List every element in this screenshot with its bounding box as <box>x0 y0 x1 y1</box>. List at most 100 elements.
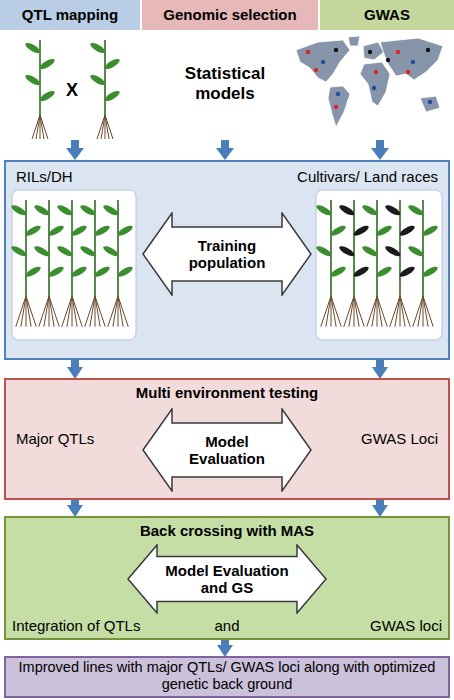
plant-root <box>101 115 105 139</box>
plant-leaf <box>24 73 42 87</box>
stage-band: Training populationRILs/DHCultivars/ Lan… <box>4 160 450 360</box>
plant-root <box>118 296 128 327</box>
plant-leaf <box>24 224 42 238</box>
plant-root <box>390 296 400 327</box>
double-arrow-shape <box>143 409 311 491</box>
continent <box>348 36 360 46</box>
plant-root <box>413 296 423 327</box>
figure-label: Statistical models <box>170 64 280 103</box>
plant-root <box>118 296 123 327</box>
text-slot: Major QTLs <box>16 430 146 447</box>
plant-leaf <box>338 244 356 258</box>
plant-root <box>62 296 72 327</box>
plant-root <box>367 296 377 327</box>
plant-leaf <box>361 244 379 258</box>
plant-leaf <box>315 203 333 217</box>
continent <box>420 96 440 112</box>
plant-figure <box>10 200 439 327</box>
double-arrow: Model Evaluation <box>142 408 312 492</box>
plant-leaf <box>329 265 347 279</box>
map-dot <box>396 50 400 54</box>
plant-leaf <box>398 224 416 238</box>
plant-root <box>344 296 354 327</box>
plant-leaf <box>93 265 111 279</box>
plant-leaf <box>79 244 97 258</box>
plant-leaf <box>352 224 370 238</box>
band-fill <box>4 378 450 500</box>
continent <box>296 40 350 82</box>
plant-root <box>113 296 118 327</box>
flow-arrow <box>371 140 389 160</box>
header-box: GWAS <box>320 0 454 30</box>
map-dot <box>334 105 338 109</box>
plant-leaf <box>103 89 121 103</box>
header-label: GWAS <box>320 6 454 23</box>
plant-root <box>95 296 105 327</box>
flow-arrow <box>221 640 229 645</box>
plant-root <box>105 115 109 139</box>
band-fill <box>4 516 450 640</box>
plant-root <box>354 296 359 327</box>
plant-root <box>26 296 36 327</box>
plant-leaf <box>384 203 402 217</box>
plant-leaf <box>421 224 439 238</box>
double-arrow: Model Evaluation and GS <box>127 544 327 614</box>
plant-root <box>39 296 49 327</box>
band-text: Improved lines with major QTLs/ GWAS loc… <box>10 659 444 692</box>
plant-leaf <box>398 265 416 279</box>
map-dot <box>314 68 318 72</box>
plant-root <box>32 115 40 139</box>
plant-root <box>72 296 82 327</box>
band-text: GWAS loci <box>296 617 442 634</box>
text-slot: RILs/DH <box>16 168 176 185</box>
stage-band: Model Evaluation and GSBack crossing wit… <box>4 516 450 640</box>
plant-figure <box>24 40 121 139</box>
plant-root <box>423 296 433 327</box>
plant-leaf <box>116 224 134 238</box>
band-text: and <box>177 617 277 634</box>
plant-root <box>331 296 336 327</box>
plant-leaf <box>338 203 356 217</box>
plant-leaf <box>56 244 74 258</box>
plant-leaf <box>352 265 370 279</box>
plant-root <box>16 296 26 327</box>
plant-leaf <box>102 244 120 258</box>
text-slot: Model Evaluation and GS <box>161 562 293 597</box>
flow-arrow <box>66 140 389 160</box>
plant-leaf <box>407 244 425 258</box>
map-dot <box>411 60 415 64</box>
flow-arrow <box>376 500 384 505</box>
plant-root <box>354 296 364 327</box>
plant-root <box>331 296 341 327</box>
map-dot <box>426 48 430 52</box>
text-slot: X <box>62 80 82 101</box>
band-fill <box>4 656 450 698</box>
plant-leaf <box>375 224 393 238</box>
plant-root <box>377 296 382 327</box>
plant-root <box>108 296 118 327</box>
plant-leaf <box>10 244 28 258</box>
plant-leaf <box>89 41 107 55</box>
map-dot <box>386 58 390 62</box>
band-text: GWAS Loci <box>306 430 438 447</box>
plant-root <box>423 296 428 327</box>
plant-leaf <box>38 89 56 103</box>
flow-arrow <box>66 140 84 160</box>
plant-leaf <box>102 203 120 217</box>
plant-root <box>326 296 331 327</box>
arrow-label: Training population <box>176 237 278 272</box>
plant-root <box>400 296 410 327</box>
continent <box>328 86 350 127</box>
text-slot: Training population <box>176 237 278 272</box>
text-slot: Multi environment testing <box>6 384 448 401</box>
map-dot <box>372 86 376 90</box>
plant-root <box>21 296 26 327</box>
plant-leaf <box>116 265 134 279</box>
plant-root <box>321 296 331 327</box>
double-arrow-shape <box>143 213 311 295</box>
plant-root <box>90 296 95 327</box>
plant-leaf <box>421 265 439 279</box>
plant-leaf <box>47 265 65 279</box>
band-title: Multi environment testing <box>6 384 448 401</box>
